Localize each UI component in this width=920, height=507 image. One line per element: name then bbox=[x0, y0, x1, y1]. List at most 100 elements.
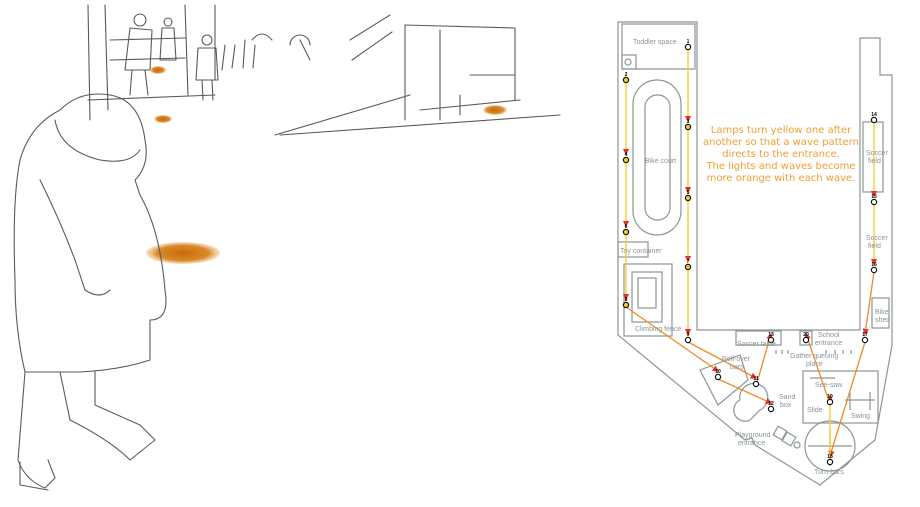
lamp-icon bbox=[826, 398, 834, 406]
lamp-number: 8 bbox=[625, 297, 628, 303]
lamp-16: 16 bbox=[870, 262, 878, 274]
wave-path bbox=[625, 306, 720, 372]
label-bike-shed: Bike bbox=[875, 309, 889, 316]
lamp-number: 18 bbox=[827, 454, 833, 460]
lamp-number: 12 bbox=[768, 401, 774, 407]
lamp-number: 7 bbox=[687, 259, 690, 265]
note-line: The lights and waves become bbox=[705, 161, 855, 172]
note-line: directs to the entrance. bbox=[722, 149, 840, 160]
lamp-10: 10 bbox=[714, 369, 722, 381]
lamp-icon bbox=[714, 373, 722, 381]
lamp-icon bbox=[622, 156, 630, 164]
label-bike-shed: shed bbox=[875, 317, 890, 324]
wave-path bbox=[717, 378, 773, 404]
lamp-number: 9 bbox=[687, 332, 690, 338]
lamp-number: 20 bbox=[803, 332, 809, 338]
wave-path bbox=[804, 332, 831, 405]
lamp-3: 3 bbox=[684, 119, 692, 131]
note-line: more orange with each wave. bbox=[707, 173, 856, 184]
lamp-number: 10 bbox=[715, 369, 721, 375]
label-roll-over-bars: Roll-over bbox=[722, 356, 751, 363]
wave-paths bbox=[622, 49, 878, 464]
lamp-14: 14 bbox=[870, 112, 878, 124]
lamp-number: 15 bbox=[871, 194, 877, 200]
map-outline bbox=[617, 21, 893, 486]
soccer-field-north bbox=[862, 121, 884, 193]
lamp-icon bbox=[870, 116, 878, 124]
lamp-icon bbox=[826, 458, 834, 466]
light-spot bbox=[483, 105, 507, 115]
label-soccer-field: Soccer bbox=[866, 150, 888, 157]
lamp-13: 13 bbox=[767, 332, 775, 344]
label-sand-box: Sand bbox=[779, 394, 795, 401]
lamp-2: 2 bbox=[622, 72, 630, 84]
lamp-icon bbox=[767, 405, 775, 413]
label-soccer-field: Soccer bbox=[866, 235, 888, 242]
lamp-1: 1 bbox=[684, 39, 692, 51]
sand-box bbox=[733, 382, 769, 422]
label-bike-court: Bike court bbox=[645, 158, 676, 165]
queue-marks bbox=[775, 350, 852, 354]
label-school-entrance: entrance bbox=[815, 340, 842, 347]
lamp-icon bbox=[684, 194, 692, 202]
bike-shed bbox=[871, 297, 890, 329]
toddler-space bbox=[621, 23, 696, 70]
child-figure bbox=[13, 93, 167, 491]
lamp-4: 4 bbox=[622, 152, 630, 164]
lamp-18: 18 bbox=[826, 454, 834, 466]
lamp-7: 7 bbox=[684, 259, 692, 271]
label-playground-entrance: entrance bbox=[738, 440, 765, 447]
note-line: Lamps turn yellow one after bbox=[711, 125, 852, 136]
label-gather-queuing: place bbox=[806, 361, 823, 368]
lamp-number: 1 bbox=[687, 39, 690, 45]
lamp-icon bbox=[684, 336, 692, 344]
wave-path bbox=[828, 341, 866, 458]
lamp-9: 9 bbox=[684, 332, 692, 344]
street-sketch bbox=[13, 4, 561, 491]
soccer-table bbox=[735, 330, 782, 346]
lamp-number: 5 bbox=[687, 190, 690, 196]
light-spot bbox=[146, 242, 220, 264]
lamp-icon bbox=[767, 336, 775, 344]
label-slide: Slide bbox=[807, 407, 823, 414]
toy-container bbox=[617, 241, 649, 258]
lamp-number: 16 bbox=[871, 262, 877, 268]
lamp-20: 20 bbox=[802, 332, 810, 344]
lamp-icon bbox=[684, 263, 692, 271]
wave-path bbox=[687, 341, 758, 379]
wave-path bbox=[862, 271, 875, 336]
lamp-icon bbox=[870, 266, 878, 274]
label-soccer-table: Soccer table bbox=[737, 341, 776, 348]
lamp-number: 3 bbox=[687, 119, 690, 125]
lamp-15: 15 bbox=[870, 194, 878, 206]
label-school-entrance: School bbox=[818, 332, 840, 339]
label-swing: Swing bbox=[851, 413, 870, 420]
bike-court bbox=[632, 79, 682, 236]
lamp-number: 19 bbox=[827, 394, 833, 400]
background-buildings bbox=[87, 4, 561, 136]
lamp-number: 2 bbox=[625, 72, 628, 78]
lamp-icon bbox=[684, 43, 692, 51]
distant-people bbox=[124, 13, 273, 101]
lamp-icon bbox=[622, 228, 630, 236]
label-turn-bars: Turn bars bbox=[814, 469, 844, 476]
lamp-12: 12 bbox=[767, 401, 775, 413]
lamp-number: 14 bbox=[871, 112, 877, 118]
label-soccer-field: field bbox=[868, 243, 881, 250]
lamp-icon bbox=[752, 380, 760, 388]
label-see-saw: See-saw bbox=[815, 382, 843, 389]
explanation-note: Lamps turn yellow one after another so t… bbox=[703, 125, 859, 184]
lamp-number: 11 bbox=[753, 376, 759, 382]
lamp-19: 19 bbox=[826, 394, 834, 406]
lamp-icon bbox=[622, 301, 630, 309]
lamp-icon bbox=[622, 76, 630, 84]
note-line: another so that a wave pattern bbox=[703, 137, 859, 148]
label-gather-queuing: Gather queuing bbox=[790, 353, 838, 360]
lamp-8: 8 bbox=[622, 297, 630, 309]
lamp-number: 17 bbox=[862, 332, 868, 338]
lamp-6: 6 bbox=[622, 224, 630, 236]
lamp-icon bbox=[802, 336, 810, 344]
wave-path bbox=[755, 332, 773, 387]
